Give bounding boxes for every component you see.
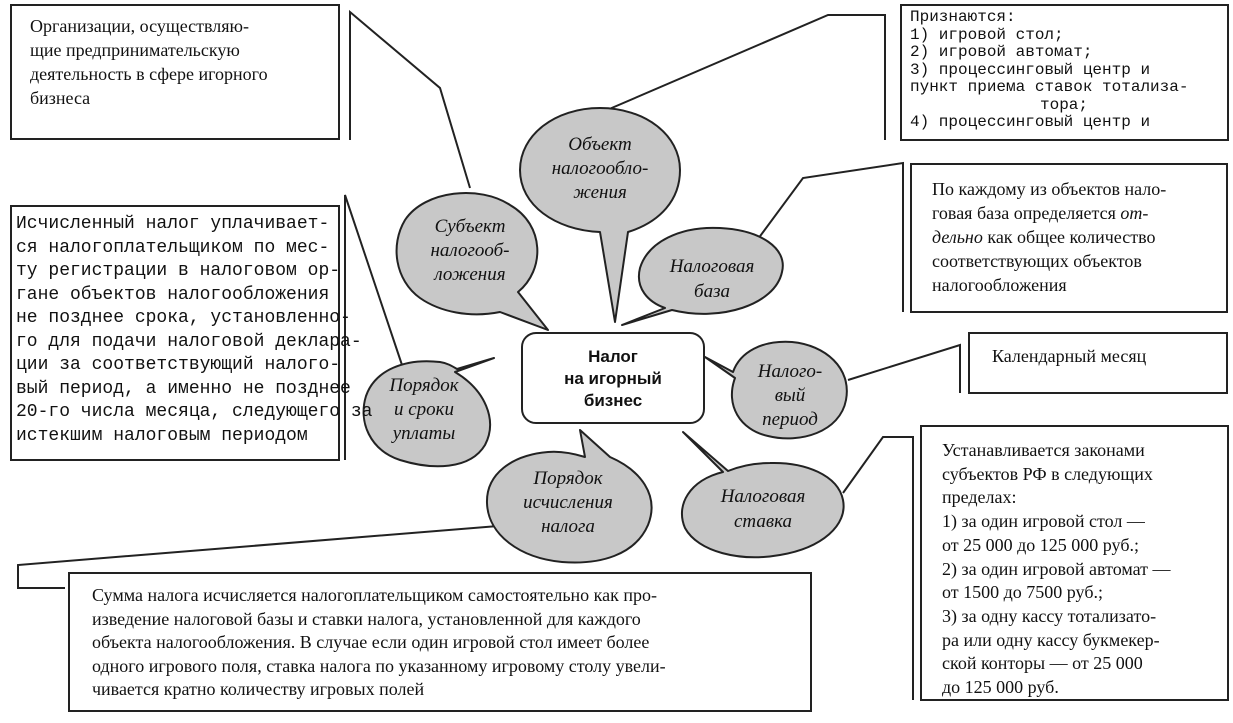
- bubble-period-line-1: Налого-: [757, 361, 822, 382]
- recognized-line-5: пункт приема ставок тотализа-: [910, 78, 1189, 96]
- recognized-line-1: Признаются:: [910, 8, 1016, 26]
- tax-base-line-3: дельно как общее количество: [932, 225, 1226, 249]
- tax-rate-line-11: до 125 000 руб.: [942, 677, 1059, 698]
- calc-line-3: объекта налогообложения. В случае если о…: [92, 632, 650, 652]
- payment-line-8: вый период, а именно не позднее: [16, 378, 351, 399]
- payment-line-2: ся налогоплательщиком по мес-: [16, 237, 330, 258]
- payment-procedure-box: Исчисленный налог уплачивает- ся налогоп…: [10, 205, 373, 461]
- tax-period-text: Календарный месяц: [992, 346, 1147, 366]
- bubble-object-line-3: жения: [573, 182, 627, 203]
- tax-rate-box: Устанавливается законами субъектов РФ в …: [920, 425, 1229, 701]
- tax-base-line-2: говая база определяется от-: [932, 201, 1226, 225]
- recognized-line-7: 4) процессинговый центр и: [910, 113, 1151, 131]
- recognized-line-3: 2) игровой автомат;: [910, 43, 1093, 61]
- organizations-line-1: Организации, осуществляю-: [30, 16, 249, 36]
- bubble-subject-line-3: ложения: [433, 264, 505, 285]
- tax-base-line-3-text: как общее количество: [982, 227, 1156, 247]
- bubble-rate-shape: [680, 431, 845, 559]
- bubble-calc-line-1: Порядок: [532, 468, 603, 489]
- bubble-subject-line-1: Субъект: [435, 216, 506, 237]
- payment-line-5: не позднее срока, установленно-: [16, 308, 351, 328]
- tax-rate-line-4: 1) за один игровой стол —: [942, 511, 1145, 532]
- tax-period-box: Календарный месяц: [968, 332, 1228, 394]
- center-title-line-3: бизнес: [584, 391, 642, 410]
- bubble-calc-shape: [485, 429, 653, 564]
- organizations-line-3: деятельность в сфере игорного: [30, 64, 268, 84]
- tax-rate-line-9: ра или одну кассу букмекер-: [942, 629, 1160, 650]
- tax-base-line-1: По каждому из объектов нало-: [932, 179, 1167, 199]
- bubble-payment-line-3: уплаты: [391, 423, 456, 444]
- payment-line-4: гане объектов налогообложения: [16, 284, 330, 305]
- tax-rate-line-5: от 25 000 до 125 000 руб.;: [942, 534, 1139, 555]
- tax-rate-line-2: субъектов РФ в следующих: [942, 463, 1153, 484]
- bubble-subject-shape: [395, 192, 549, 331]
- organizations-box: Организации, осуществляю- щие предприним…: [10, 4, 340, 140]
- tax-base-box: По каждому из объектов нало- говая база …: [910, 163, 1228, 313]
- bubble-payment-line-2: и сроки: [394, 399, 454, 420]
- bubble-object-line-2: налогообло-: [552, 158, 649, 179]
- calculation-procedure-box: Сумма налога исчисляется налогоплательщи…: [68, 572, 812, 712]
- tax-rate-line-3: пределах:: [942, 487, 1017, 508]
- connector-base-text: [754, 161, 904, 312]
- connector-rate-text: [842, 436, 914, 700]
- center-box: [521, 332, 705, 424]
- connector-object-recognized: [599, 14, 886, 140]
- recognized-line-4: 3) процессинговый центр и: [910, 60, 1151, 79]
- tax-rate-line-8: 3) за одну кассу тотализато-: [942, 605, 1157, 626]
- organizations-line-2: щие предпринимательскую: [30, 40, 240, 60]
- connector-payment-text: [344, 194, 403, 460]
- bubble-period-shape: [704, 340, 848, 440]
- recognized-objects-box: Признаются: 1) игровой стол; 2) игровой …: [900, 4, 1229, 141]
- bubble-period-line-3: период: [762, 409, 818, 430]
- tax-rate-line-10: ской конторы — от 25 000: [942, 653, 1143, 674]
- bubble-base-line-2: база: [694, 281, 730, 302]
- calc-line-4: одного игрового поля, ставка налога по у…: [92, 655, 666, 676]
- bubble-base-shape: [621, 226, 784, 326]
- tax-base-line-2-emphasis: от-: [1120, 203, 1149, 223]
- tax-rate-line-7: от 1500 до 7500 руб.;: [942, 582, 1103, 603]
- tax-base-line-3-emphasis: дельно: [932, 227, 983, 247]
- calc-line-5: чивается кратно количеству игровых полей: [92, 679, 425, 699]
- tax-rate-line-1: Устанавливается законами: [942, 440, 1145, 460]
- bubble-calc-line-2: исчисления: [523, 492, 613, 513]
- bubble-object-shape: [519, 107, 681, 323]
- tax-base-line-4: соответствующих объектов: [932, 251, 1142, 271]
- payment-line-10: истекшим налоговым периодом: [16, 425, 308, 446]
- tax-base-line-5: налогообложения: [932, 275, 1067, 295]
- bubble-object-line-1: Объект: [568, 134, 631, 155]
- connector-subject-organizations: [349, 9, 471, 189]
- bubble-rate-line-2: ставка: [734, 511, 792, 532]
- bubble-base-line-1: Налоговая: [669, 256, 755, 277]
- payment-line-7: ции за соответствующий налого-: [16, 355, 341, 375]
- calc-line-2: изведение налоговой базы и ставки налога…: [92, 608, 641, 629]
- bubble-period-line-2: вый: [775, 385, 806, 406]
- center-title-line-1: Налог: [588, 347, 638, 366]
- tax-base-line-2-text: говая база определяется: [932, 203, 1121, 223]
- payment-line-6: го для подачи налоговой деклара-: [16, 331, 362, 352]
- recognized-line-2: 1) игровой стол;: [910, 25, 1064, 44]
- tax-rate-line-6: 2) за один игровой автомат —: [942, 558, 1171, 579]
- organizations-line-4: бизнеса: [30, 88, 91, 108]
- bubble-payment-line-1: Порядок: [388, 375, 459, 396]
- connector-calc-text: [17, 524, 511, 589]
- bubble-calc-line-3: налога: [541, 516, 595, 537]
- payment-line-9: 20-го числа месяца, следующего за: [16, 402, 373, 422]
- center-title-line-2: на игорный: [564, 369, 662, 388]
- recognized-line-6: тора;: [1040, 95, 1089, 114]
- bubble-rate-line-1: Налоговая: [720, 486, 806, 507]
- connector-period-text: [847, 343, 961, 393]
- payment-line-1: Исчисленный налог уплачивает-: [16, 214, 330, 234]
- payment-line-3: ту регистрации в налоговом ор-: [16, 261, 341, 281]
- bubble-payment-shape: [362, 357, 495, 468]
- bubble-subject-line-2: налогооб-: [431, 240, 510, 261]
- calc-line-1: Сумма налога исчисляется налогоплательщи…: [92, 585, 658, 605]
